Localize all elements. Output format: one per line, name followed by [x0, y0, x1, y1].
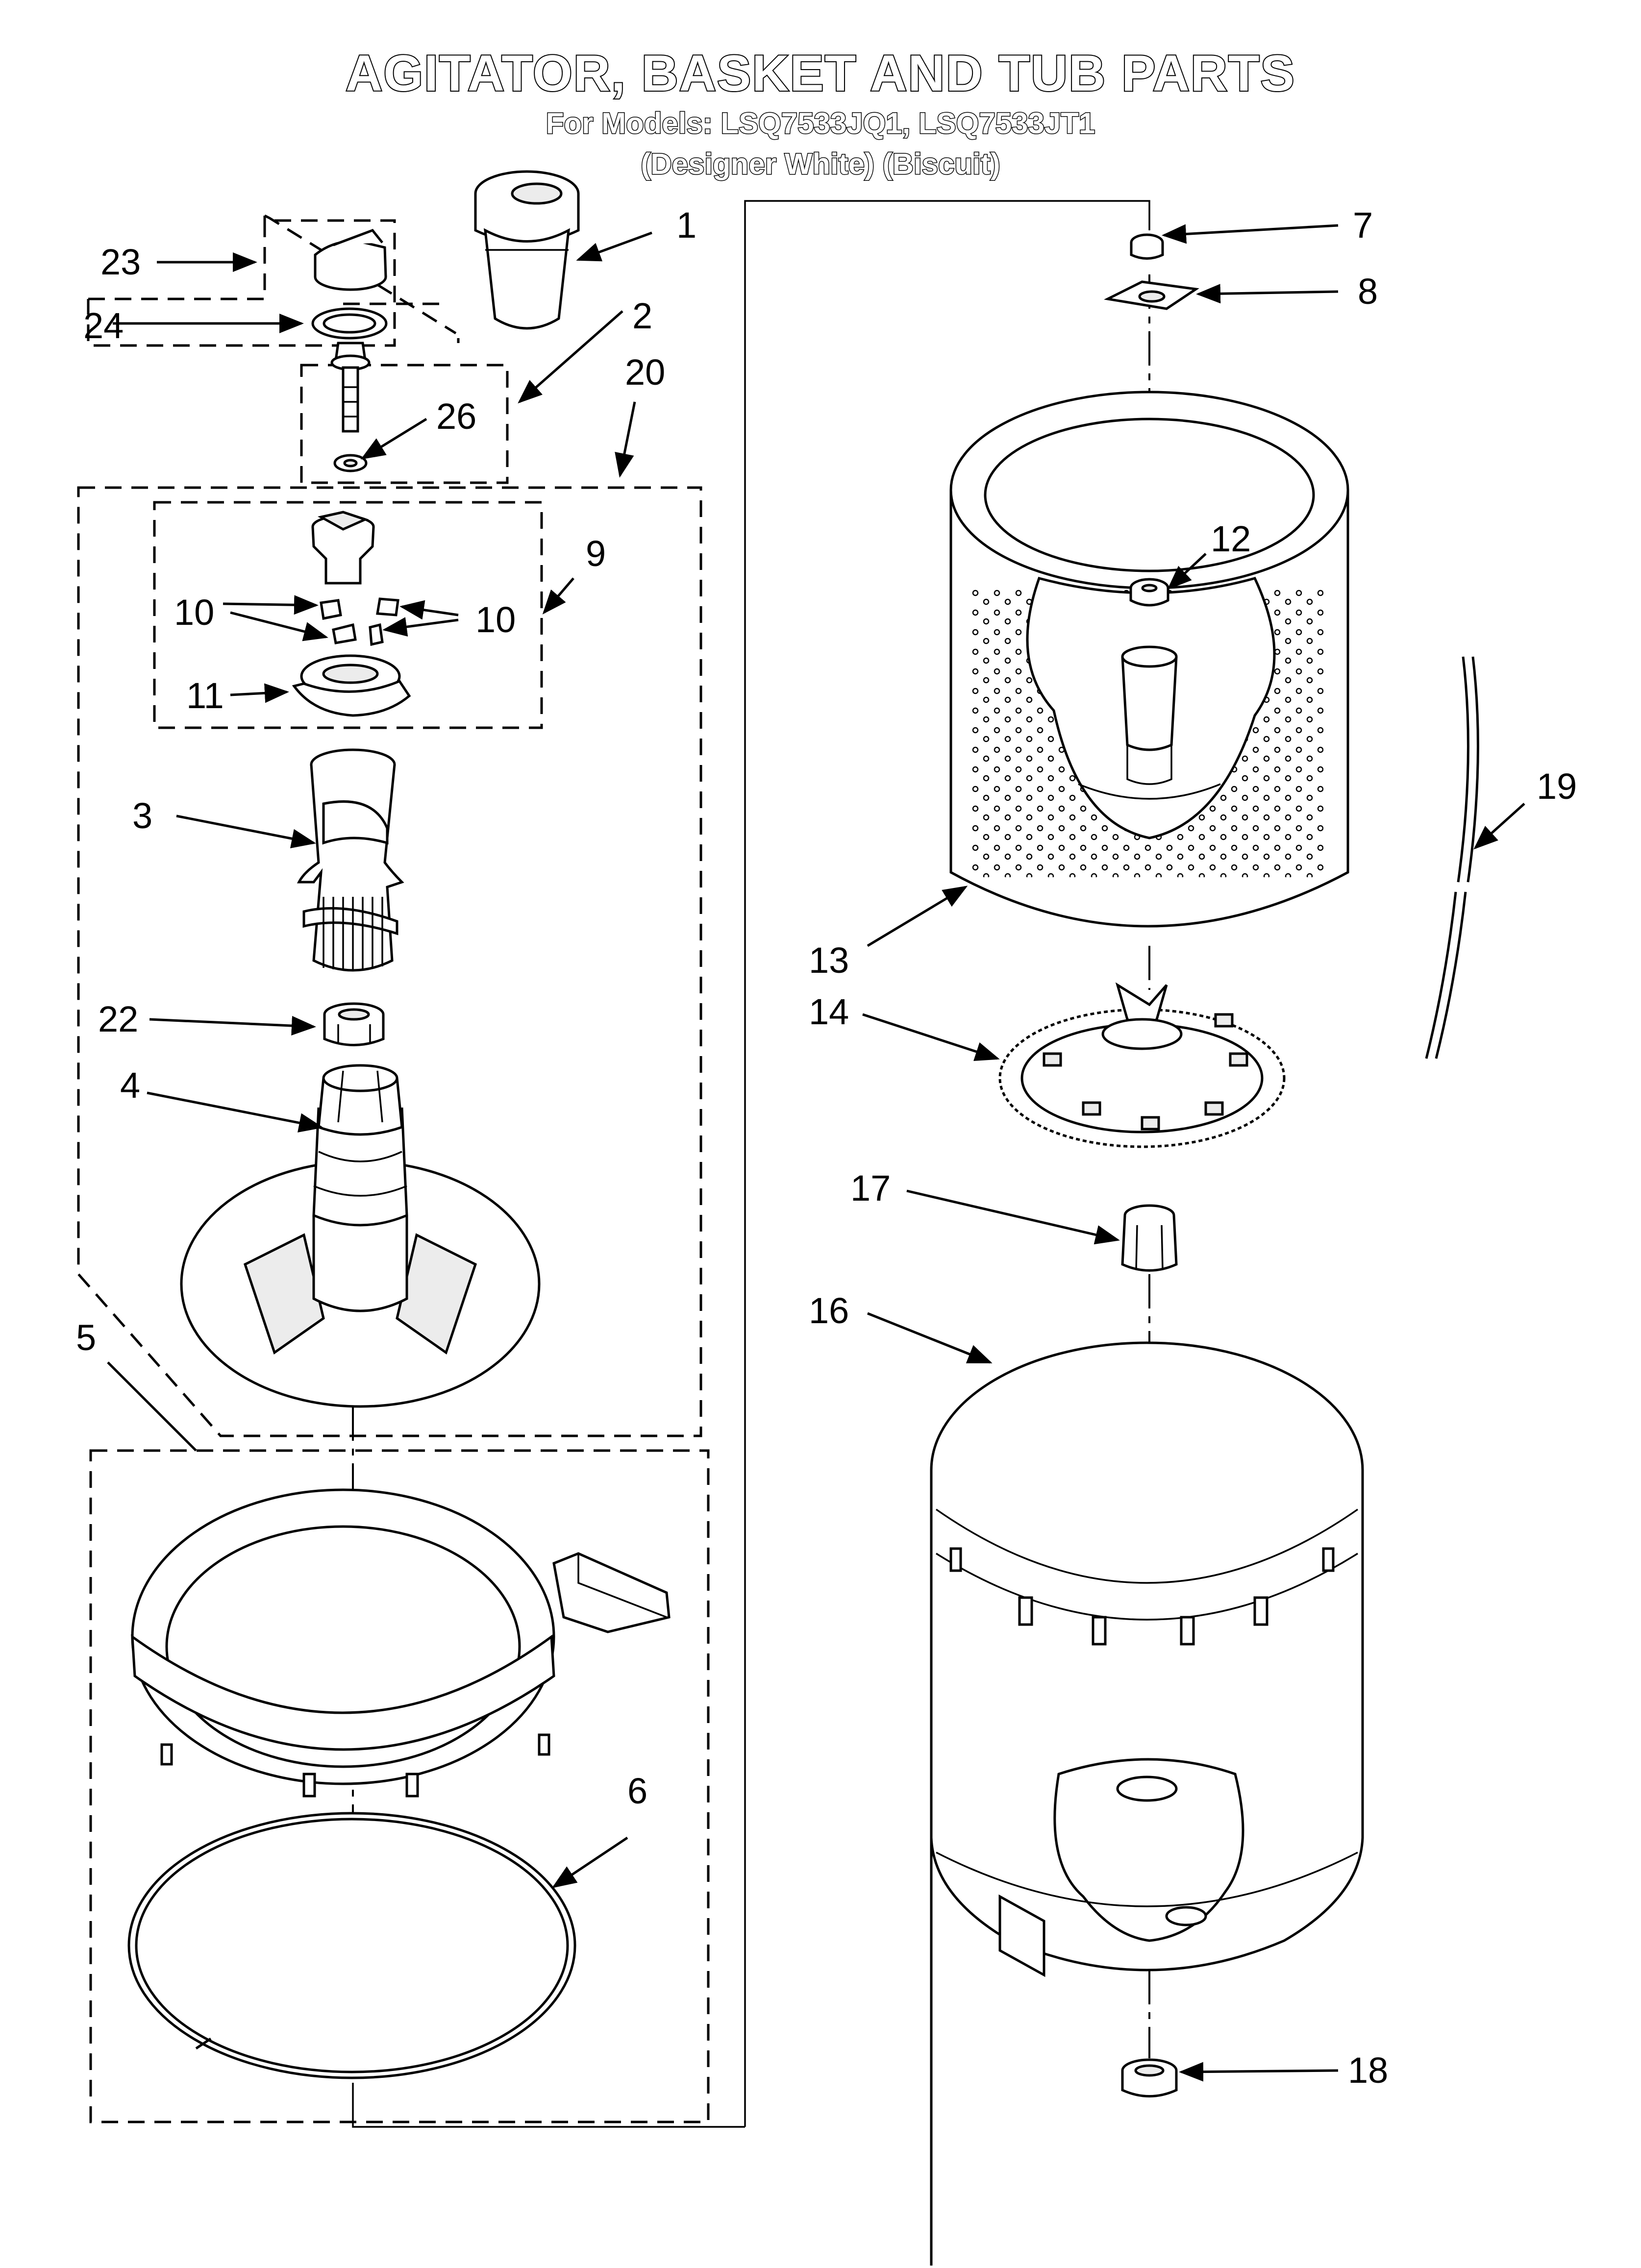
part-11-retainer [292, 654, 411, 717]
color-variants: (Designer White) (Biscuit) [641, 148, 1000, 180]
callout-10-left: 10 [174, 592, 214, 633]
callout-11: 11 [186, 675, 224, 716]
callout-labels: 1 2 3 4 5 6 7 8 9 10 10 11 12 13 14 16 1… [76, 205, 1577, 2091]
callout-4: 4 [120, 1065, 140, 1106]
part-8-bracket [1104, 280, 1199, 310]
callout-12: 12 [1211, 518, 1251, 559]
part-9-drive-cam [311, 511, 375, 585]
part-3-skirt-ribs [323, 897, 383, 971]
part-1-agitator-cap [474, 170, 580, 330]
part-23-knob [314, 229, 387, 291]
leader-arrows [107, 224, 1525, 2082]
callout-6: 6 [627, 1771, 647, 1811]
part-10-cam-dogs [320, 597, 399, 646]
callout-19: 19 [1537, 766, 1577, 807]
callout-17: 17 [850, 1168, 891, 1208]
part-7-clip [1130, 233, 1164, 260]
diagram-title: AGITATOR, BASKET AND TUB PARTS [346, 45, 1295, 102]
callout-18: 18 [1348, 2050, 1388, 2091]
callout-3: 3 [132, 795, 152, 836]
callout-2: 2 [632, 296, 652, 336]
callout-22: 22 [98, 999, 138, 1039]
part-5-tub-ring [131, 1488, 671, 1798]
part-19-hose [1425, 656, 1479, 1059]
part-6-clamp-ring [127, 1812, 576, 2079]
callout-9: 9 [586, 533, 606, 574]
part-12-hub-nut [1129, 578, 1169, 607]
part-17-bushing [1121, 1204, 1178, 1272]
group-boxes [77, 214, 710, 2123]
part-26-bolt [330, 342, 371, 472]
callout-7: 7 [1353, 205, 1373, 246]
callout-26: 26 [436, 396, 476, 437]
part-18-seal [1121, 2058, 1178, 2097]
part-16-outer-tub [930, 1341, 1364, 2268]
callout-8: 8 [1358, 271, 1378, 312]
callout-14: 14 [809, 991, 849, 1032]
part-13-wash-basket [949, 391, 1349, 928]
callout-24: 24 [83, 305, 124, 346]
part-14-impeller [998, 982, 1286, 1148]
callout-10-right: 10 [475, 599, 516, 640]
part-24-seal-ring [311, 307, 388, 340]
part-4-agitator-base [180, 1064, 541, 1408]
callout-23: 23 [100, 242, 141, 282]
callout-1: 1 [676, 205, 696, 246]
callout-13: 13 [809, 940, 849, 981]
model-numbers: For Models: LSQ7533JQ1, LSQ7533JT1 [546, 107, 1095, 140]
callout-16: 16 [809, 1290, 849, 1331]
callout-5: 5 [76, 1317, 96, 1358]
part-3-agitator-barrel [297, 748, 404, 972]
callout-20: 20 [625, 352, 665, 393]
part-22-coupling [323, 1002, 385, 1046]
